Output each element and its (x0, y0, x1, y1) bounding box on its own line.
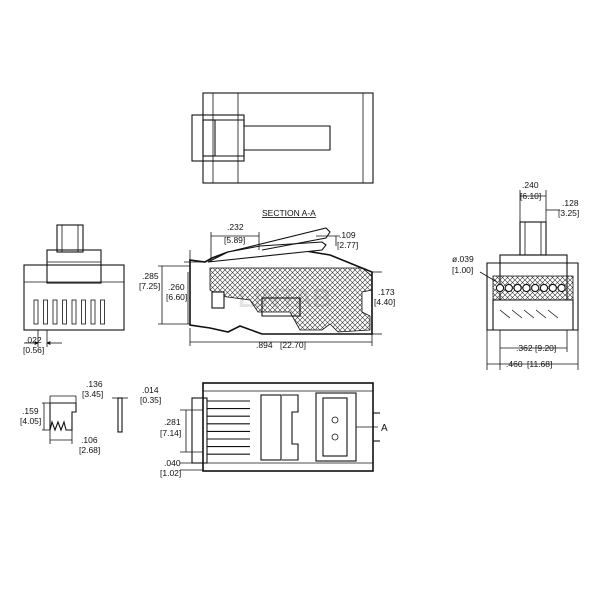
dim-h260-mm: [6.60] (166, 292, 187, 302)
dim-h285-mm: [7.25] (139, 281, 160, 291)
contact-blade (62, 299, 67, 325)
dim-w362: .362 (516, 343, 533, 353)
contact-blade (33, 299, 39, 325)
wire-hole (504, 283, 513, 293)
dim-h173: .173 (378, 287, 395, 297)
wire-hole (548, 283, 557, 293)
dim-d039-mm: [1.00] (452, 265, 473, 275)
dim-t014-mm: [0.35] (140, 395, 161, 405)
dim-b281: .281 (164, 417, 181, 427)
top-view (191, 92, 374, 184)
dim-b040: .040 (164, 458, 181, 468)
dim-c106-mm: [2.68] (79, 445, 100, 455)
dim-p022-mm: [0.56] (23, 345, 44, 355)
dim-s232: .232 (227, 222, 244, 232)
dim-c136: .136 (86, 379, 103, 389)
dim-d039: ø.039 (452, 254, 474, 264)
dim-w128: .128 (562, 198, 579, 208)
dim-w460: .460 (506, 359, 523, 369)
wire-hole (531, 283, 540, 293)
contact-blade (71, 299, 77, 325)
dim-w128-mm: [3.25] (558, 208, 579, 218)
dim-w240: .240 (522, 180, 539, 190)
dim-w362-mm: [9.20] (535, 343, 556, 353)
dim-b040-mm: [1.02] (160, 468, 181, 478)
dim-c159-mm: [4.05] (20, 416, 41, 426)
dim-w460-mm: [11.68] (527, 359, 552, 369)
section-view (184, 227, 382, 335)
dim-w240-mm: [6.10] (520, 191, 541, 201)
section-title: SECTION A-A (262, 208, 316, 218)
dim-b281-mm: [7.14] (160, 428, 181, 438)
contact-blade (81, 299, 86, 325)
wire-hole (557, 283, 566, 293)
dim-p022: .022 (25, 335, 42, 345)
bottom-view (180, 382, 380, 472)
contact-detail (42, 395, 128, 444)
dim-s109-mm: [2.77] (337, 240, 358, 250)
front-view (23, 224, 125, 347)
section-cut-marker: A (381, 423, 388, 434)
section-dimension-lines (158, 232, 373, 346)
dim-c159: .159 (22, 406, 39, 416)
dim-h260: .260 (168, 282, 185, 292)
wire-hole (539, 283, 549, 293)
contact-blade (90, 299, 96, 325)
contact-blade (52, 299, 58, 325)
dim-h285: .285 (142, 271, 159, 281)
wire-hole (513, 283, 522, 293)
wire-hole (522, 283, 531, 293)
dim-c106: .106 (81, 435, 98, 445)
dim-s232-mm: [5.89] (224, 235, 245, 245)
end-view (479, 190, 579, 370)
dim-l894: .894 (256, 340, 273, 350)
contact-blade (43, 299, 48, 325)
dim-t014: .014 (142, 385, 159, 395)
contact-blade (100, 299, 105, 325)
dim-h173-mm: [4.40] (374, 297, 395, 307)
dim-l894-mm: [22.70] (280, 340, 306, 350)
wire-hole (495, 283, 505, 293)
dim-c136-mm: [3.45] (82, 389, 103, 399)
dim-s109: .109 (339, 230, 356, 240)
